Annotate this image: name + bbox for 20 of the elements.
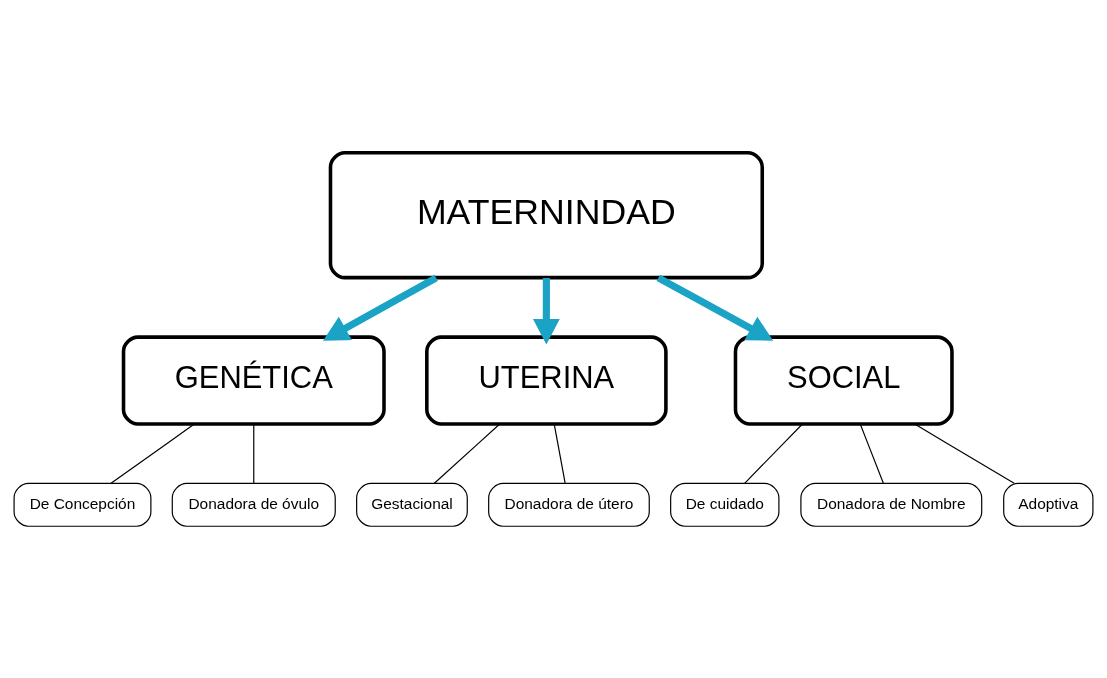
connector bbox=[744, 422, 804, 484]
connector bbox=[433, 422, 501, 484]
connector bbox=[914, 422, 1015, 484]
arrow bbox=[323, 274, 438, 341]
arrow bbox=[656, 274, 774, 341]
connector bbox=[110, 422, 195, 484]
connector bbox=[859, 422, 884, 484]
node-box: Donadora de óvulo bbox=[171, 482, 336, 527]
node-box: Donadora de útero bbox=[488, 482, 650, 527]
node-box: UTERINA bbox=[425, 334, 668, 426]
node-box: MATERNINDAD bbox=[328, 150, 765, 279]
node-box: De Concepción bbox=[13, 482, 152, 527]
node-box: SOCIAL bbox=[733, 334, 954, 426]
connector bbox=[553, 422, 566, 484]
node-box: Gestacional bbox=[356, 482, 468, 527]
node-box: Adoptiva bbox=[1003, 482, 1094, 527]
node-box: GENÉTICA bbox=[121, 334, 386, 426]
node-box: Donadora de Nombre bbox=[800, 482, 983, 527]
connector bbox=[253, 422, 255, 484]
node-box: De cuidado bbox=[670, 482, 780, 527]
